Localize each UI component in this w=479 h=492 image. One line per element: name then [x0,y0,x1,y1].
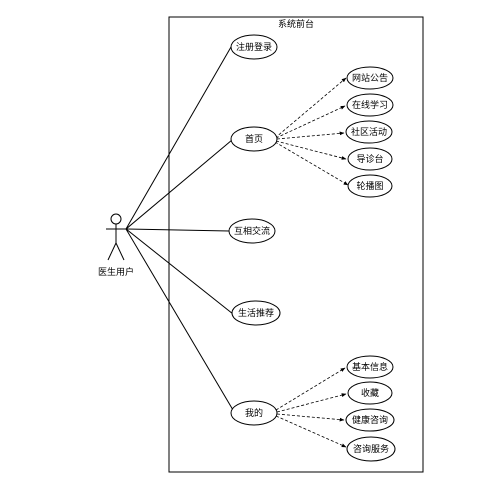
extend-home-carousel [274,141,349,186]
usecase-life-recommendation: 生活推荐 [231,300,281,326]
usecase-favorites-label: 收藏 [361,387,379,399]
actor-label: 医生用户 [98,266,134,278]
extend-home-online-learning [275,105,346,139]
usecase-health-consult-label: 健康咨询 [352,414,388,426]
actor-head [110,213,122,225]
extend-home-guide-desk [275,140,347,160]
system-boundary [168,16,424,473]
extend-mine-basic-info [275,367,346,411]
association-life-recommendation [125,228,234,315]
extend-home-announcement [274,77,347,139]
actor-right-leg [115,242,125,261]
usecase-basic-info-label: 基本信息 [352,361,388,373]
usecase-mine-label: 我的 [245,407,263,419]
usecase-carousel-label: 轮播图 [356,180,383,192]
usecase-health-consult: 健康咨询 [345,408,395,432]
system-title: 系统前台 [278,18,314,30]
association-home [125,139,233,230]
usecase-consult-service-label: 咨询服务 [353,443,389,455]
usecase-mine: 我的 [230,400,278,426]
usecase-communication: 互相交流 [228,218,276,244]
usecase-register-login-label: 注册登录 [236,41,272,53]
actor-doctor-user: 医生用户 [98,213,134,278]
association-communication [125,228,230,232]
usecase-community-activity-label: 社区活动 [351,126,387,138]
usecase-website-announcement-label: 网站公告 [352,72,388,84]
usecase-basic-info: 基本信息 [346,355,394,379]
association-register-login [125,46,232,230]
usecase-home: 首页 [230,126,278,152]
association-mine [125,228,234,411]
usecase-favorites: 收藏 [347,381,393,405]
extend-mine-consult-service [275,415,347,448]
usecase-community-activity: 社区活动 [345,120,393,144]
usecase-home-label: 首页 [245,133,263,145]
extend-mine-favorites [276,393,347,413]
usecase-life-recommendation-label: 生活推荐 [238,307,274,319]
usecase-communication-label: 互相交流 [234,225,270,237]
extend-home-community-activity [276,131,345,140]
usecase-consult-service: 咨询服务 [346,436,396,462]
usecase-website-announcement: 网站公告 [346,66,394,90]
usecase-register-login: 注册登录 [230,34,278,60]
usecase-guide-desk-label: 导诊台 [356,153,383,165]
extend-mine-health-consult [276,413,345,422]
usecase-online-learning-label: 在线学习 [352,99,388,111]
actor-left-leg [107,242,117,261]
usecase-guide-desk: 导诊台 [347,147,393,171]
usecase-online-learning: 在线学习 [346,93,394,117]
usecase-carousel: 轮播图 [347,174,393,198]
